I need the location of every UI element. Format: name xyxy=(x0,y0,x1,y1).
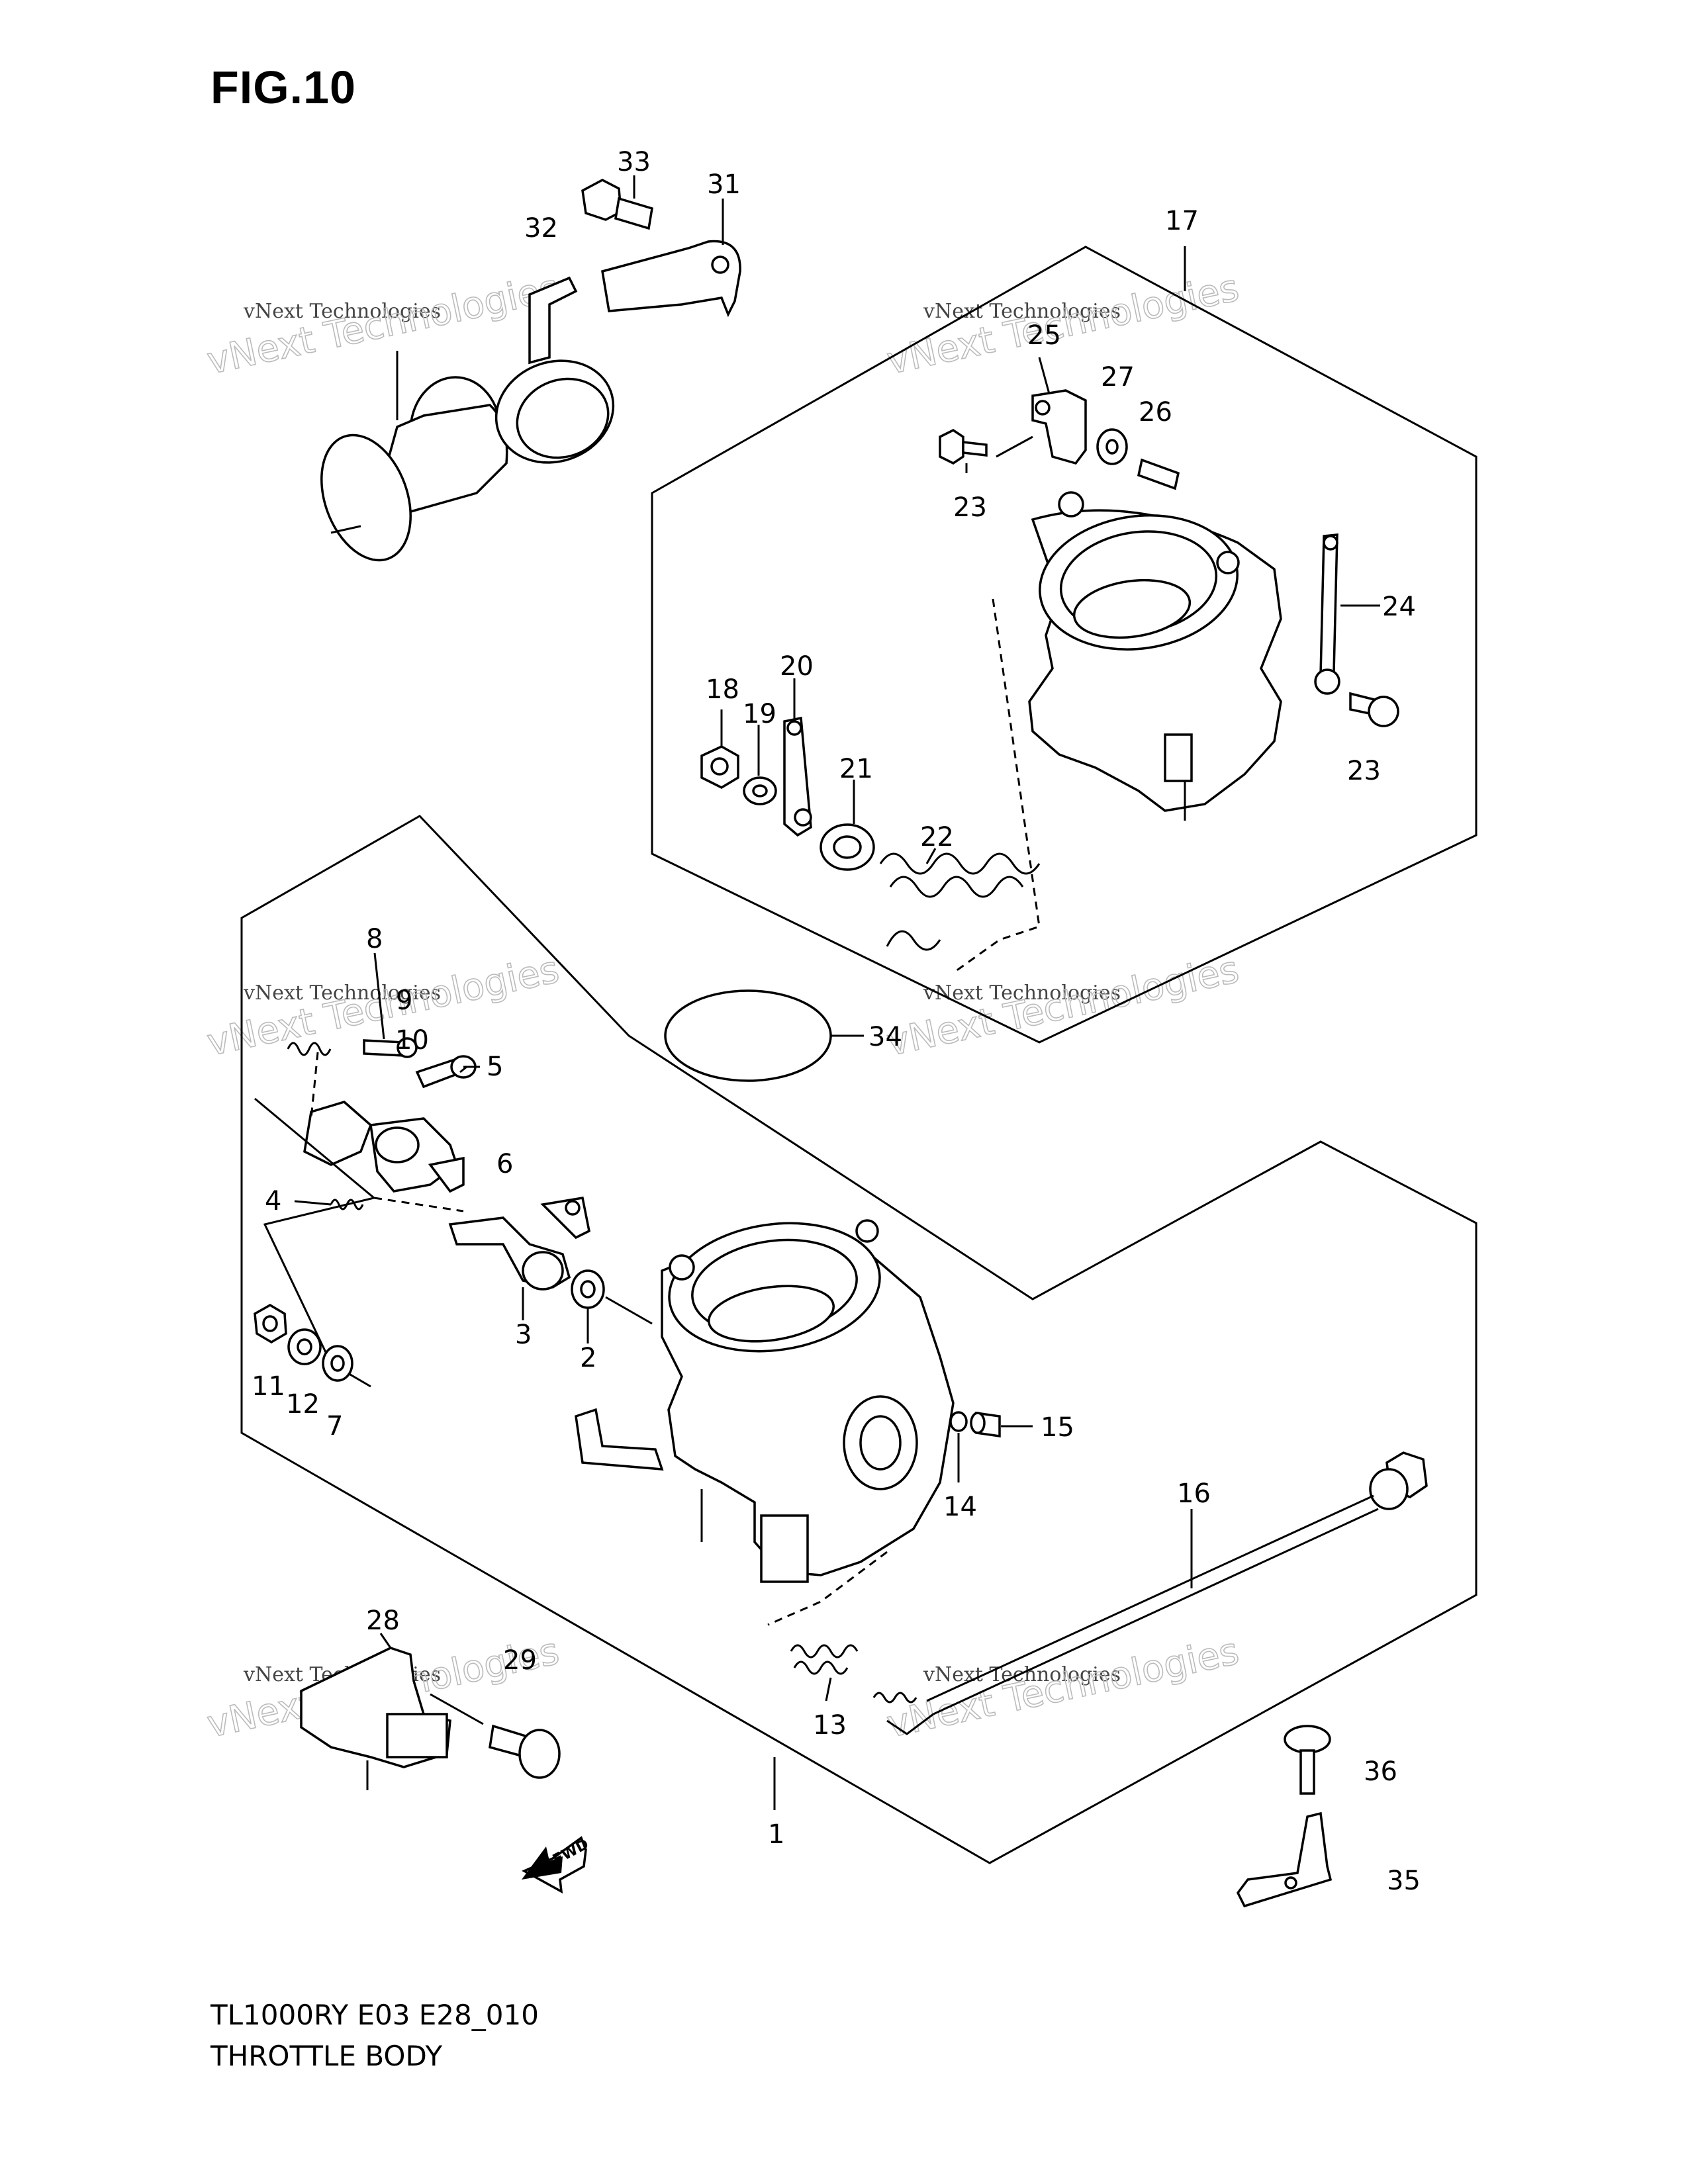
callout-26: 26 xyxy=(1139,397,1172,428)
plug-15-part xyxy=(970,1411,1001,1438)
screw-36-part xyxy=(1284,1725,1331,1795)
screw-5-part xyxy=(415,1055,477,1089)
watermark-text: vNext Technologies xyxy=(243,300,441,323)
watermark-text: vNext Technologies xyxy=(203,267,563,383)
lever-6-part xyxy=(540,1196,590,1240)
bracket-25-part xyxy=(996,389,1087,465)
figure-title: FIG.10 xyxy=(211,62,356,113)
callout-1: 1 xyxy=(768,1819,784,1850)
throttle-body-assembly-17-outline xyxy=(651,246,1477,1044)
callout-6: 6 xyxy=(496,1149,513,1179)
cable-16-part xyxy=(886,1451,1428,1735)
callout-32: 32 xyxy=(524,213,558,244)
callout-22: 22 xyxy=(920,822,954,852)
leader-lines xyxy=(294,175,1380,1810)
callout-15: 15 xyxy=(1041,1412,1074,1443)
throttle-lever-part xyxy=(303,1101,465,1193)
nut-18-part xyxy=(700,745,739,789)
callout-17: 17 xyxy=(1165,206,1199,236)
callout-23-upper: 23 xyxy=(953,492,987,523)
watermark-text: vNext Technologies xyxy=(883,1630,1243,1747)
link-rod-24-part xyxy=(1314,533,1340,695)
washer-27-part xyxy=(1096,428,1128,465)
bolt-33-part xyxy=(581,179,653,230)
sensor-28-part xyxy=(300,1647,451,1790)
callout-36: 36 xyxy=(1364,1756,1397,1787)
callout-28: 28 xyxy=(366,1606,400,1636)
o-ring-34-part xyxy=(664,989,832,1082)
washer-12-part xyxy=(287,1328,322,1365)
callout-18: 18 xyxy=(706,674,739,705)
callout-9: 9 xyxy=(396,985,412,1016)
watermark-text: vNext Technologies xyxy=(243,981,441,1005)
screw-23-lower-part xyxy=(1349,692,1399,727)
spring-13-part xyxy=(790,1644,917,1704)
screw-9-part xyxy=(363,1037,418,1058)
callout-7: 7 xyxy=(326,1411,343,1441)
forward-direction-arrow: FWD xyxy=(522,1836,592,1894)
callout-25: 25 xyxy=(1027,320,1061,351)
lower-throttle-body-part xyxy=(575,1219,955,1583)
watermark-text: vNext Technologies xyxy=(923,300,1121,323)
callout-27: 27 xyxy=(1101,362,1135,392)
bushing-21-part xyxy=(820,823,875,871)
lever-20-part xyxy=(783,716,812,837)
callout-19: 19 xyxy=(743,699,776,729)
callout-11: 11 xyxy=(252,1371,285,1402)
callout-3: 3 xyxy=(515,1320,532,1350)
guide-line xyxy=(373,1197,464,1212)
bracket-31-part xyxy=(601,240,741,318)
callout-12: 12 xyxy=(286,1389,320,1420)
screw-29-part xyxy=(489,1724,561,1779)
o-ring-14-part xyxy=(949,1411,968,1432)
watermark-text: vNext Technologies xyxy=(883,948,1243,1065)
callout-13: 13 xyxy=(813,1710,847,1741)
sensor-part xyxy=(320,376,508,562)
washer-2-part xyxy=(571,1269,605,1309)
spring-8-part xyxy=(287,1042,332,1056)
callout-16: 16 xyxy=(1177,1479,1211,1509)
watermark-text: vNext Technologies xyxy=(923,1663,1121,1686)
callout-14: 14 xyxy=(943,1492,977,1522)
callout-24: 24 xyxy=(1382,592,1416,622)
callout-labels: 33 31 32 17 25 27 26 23 24 23 18 19 20 2… xyxy=(252,147,1421,1896)
callout-2: 2 xyxy=(580,1343,596,1373)
screw-23-upper-part xyxy=(939,428,988,465)
callout-4: 4 xyxy=(265,1186,281,1216)
washer-7-part xyxy=(322,1345,353,1382)
guide-line xyxy=(310,1052,319,1119)
watermark-text: vNext Technologies xyxy=(883,267,1243,383)
upper-throttle-body-part xyxy=(1028,491,1282,821)
callout-20: 20 xyxy=(780,651,814,682)
callout-34: 34 xyxy=(868,1022,902,1052)
callout-33: 33 xyxy=(617,147,651,177)
callout-29: 29 xyxy=(503,1645,537,1676)
part-name: THROTTLE BODY xyxy=(211,2040,443,2072)
callout-5: 5 xyxy=(487,1052,503,1082)
callout-23-lower: 23 xyxy=(1347,756,1381,786)
lever-3-part xyxy=(448,1216,571,1291)
callout-21: 21 xyxy=(839,754,873,784)
nut-11-part xyxy=(254,1303,287,1344)
bracket-35-part xyxy=(1236,1811,1333,1908)
throttle-body-assembly-1-outline xyxy=(240,815,1477,1864)
screw-26-part xyxy=(1137,458,1180,490)
sensor-holder-part xyxy=(494,276,615,464)
callout-8: 8 xyxy=(366,924,383,954)
washer-19-part xyxy=(743,776,777,805)
callout-35: 35 xyxy=(1387,1866,1421,1896)
spring-22-part xyxy=(879,852,1041,951)
callout-10: 10 xyxy=(395,1025,429,1056)
callout-31: 31 xyxy=(707,169,741,200)
assembly-guide-line xyxy=(953,598,1041,974)
model-code: TL1000RY E03 E28_010 xyxy=(211,1999,539,2031)
